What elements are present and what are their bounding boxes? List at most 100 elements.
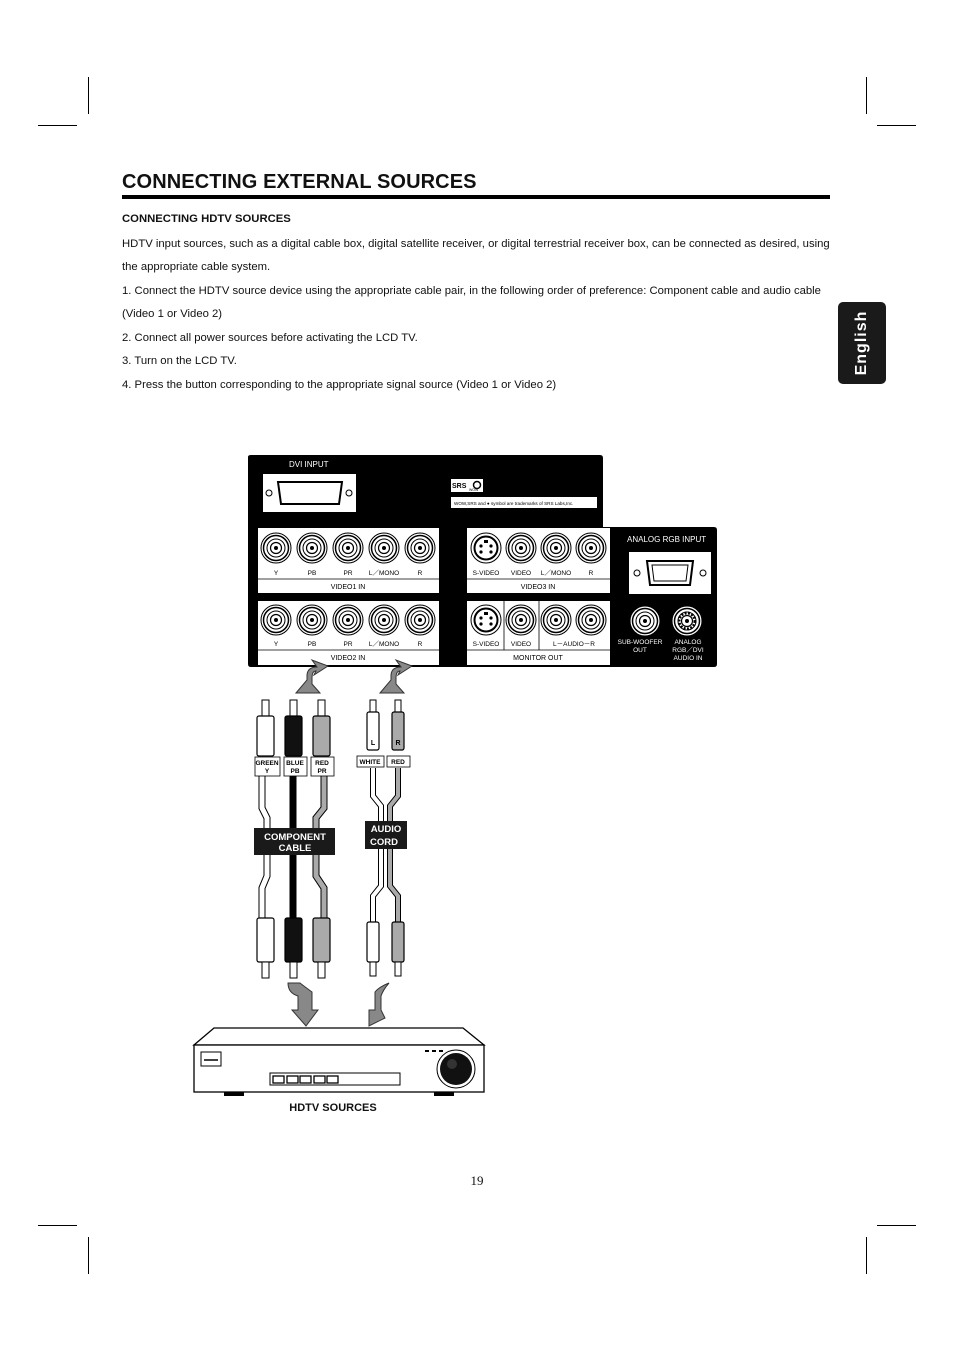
monitor-out-label: MONITOR OUT [513, 655, 563, 662]
video3-svideo-jack[interactable] [470, 532, 502, 564]
audio-cord-label: AUDIO [371, 824, 402, 835]
cable-tag: WHITE [360, 759, 382, 766]
step-1: 1. Connect the HDTV source device using … [122, 285, 821, 321]
arrow-up-icon [378, 658, 414, 694]
video1-jack-label: L／MONO [369, 569, 399, 577]
cable-tag: Y [265, 768, 270, 775]
analog-audio-label: RGB／DVI [672, 646, 704, 654]
arrow-down-icon [287, 982, 319, 1027]
page-number: 19 [470, 1173, 484, 1188]
crop-mark [866, 77, 867, 114]
arrow-down-icon [368, 982, 390, 1027]
language-tab: English [838, 302, 886, 384]
video3-jack-label: VIDEO [511, 570, 531, 577]
video3-r-jack[interactable] [575, 532, 607, 564]
video3-jack-label: S-VIDEO [473, 570, 500, 577]
video1-pr-jack[interactable] [332, 532, 364, 564]
title-rule [122, 195, 830, 199]
audio-cord-label: CORD [370, 837, 398, 848]
rca-plug [391, 699, 405, 751]
rca-plug [284, 917, 303, 979]
rca-plug [312, 699, 331, 757]
analog-rgb-label: ANALOG RGB INPUT [627, 535, 706, 544]
component-cable-label: CABLE [279, 843, 312, 854]
audio-cord-label-box [365, 821, 407, 849]
rca-plug [256, 917, 275, 979]
cable-tag: GREEN [255, 760, 278, 767]
video1-label: VIDEO1 IN [331, 584, 366, 591]
analog-audio-jack[interactable] [671, 605, 703, 637]
trademark-box [451, 497, 597, 508]
video2-label: VIDEO2 IN [331, 655, 366, 662]
dvi-input-label: DVI INPUT [289, 460, 329, 469]
plug-letter-l: L [371, 740, 376, 747]
video2-r-jack[interactable] [404, 604, 436, 636]
video3-jack-label: L／MONO [541, 569, 571, 577]
subwoofer-jack[interactable] [629, 605, 661, 637]
rca-plug [284, 699, 303, 757]
analog-audio-label: ANALOG [674, 639, 701, 646]
video1-pb-jack[interactable] [296, 532, 328, 564]
video3-video-jack[interactable] [505, 532, 537, 564]
hdtv-source-device [192, 1027, 486, 1096]
svg-text:WOW: WOW [469, 488, 479, 492]
video1-y-jack[interactable] [260, 532, 292, 564]
srs-logo: SRS WOW [451, 479, 483, 492]
rca-plug [391, 921, 405, 977]
rca-plug [256, 699, 275, 757]
monitor-audio-r-jack[interactable] [575, 604, 607, 636]
intro-paragraph: HDTV input sources, such as a digital ca… [122, 238, 830, 274]
video1-jack-label: PR [343, 570, 352, 577]
crop-mark [877, 125, 916, 126]
rca-plug [366, 921, 380, 977]
subwoofer-label: OUT [633, 647, 647, 654]
monitor-jack-label: VIDEO [511, 641, 531, 648]
video1-l-jack[interactable] [368, 532, 400, 564]
arrow-up-icon [294, 658, 330, 694]
trademark-note: WOW,SRS and ● symbol are trademarks of S… [454, 501, 573, 506]
rca-plug [366, 699, 380, 751]
video2-jack-label: PB [308, 641, 317, 648]
plug-letter-r: R [395, 740, 400, 747]
cable-tag: RED [391, 759, 405, 766]
video3-l-jack[interactable] [540, 532, 572, 564]
crop-mark [38, 1225, 77, 1226]
video2-y-jack[interactable] [260, 604, 292, 636]
device-caption: HDTV SOURCES [289, 1102, 377, 1114]
video2-jack-label: PR [343, 641, 352, 648]
cable-tag: BLUE [286, 760, 304, 767]
step-4: 4. Press the button corresponding to the… [122, 379, 557, 391]
video3-jack-label: R [589, 570, 594, 577]
subwoofer-label: SUB-WOOFER [618, 639, 663, 646]
vga-port [629, 552, 711, 594]
video1-jack-label: Y [274, 570, 279, 577]
monitor-audio-l-jack[interactable] [540, 604, 572, 636]
section-subheading: CONNECTING HDTV SOURCES [122, 213, 291, 225]
crop-mark [88, 1237, 89, 1274]
video2-jack-label: R [418, 641, 423, 648]
video2-l-jack[interactable] [368, 604, 400, 636]
video2-pr-jack[interactable] [332, 604, 364, 636]
video1-jack-label: R [418, 570, 423, 577]
dvi-port [263, 474, 356, 512]
cable-tag: PR [317, 768, 326, 775]
monitor-jack-label: S-VIDEO [473, 641, 500, 648]
svg-text:SRS: SRS [452, 483, 467, 490]
step-2: 2. Connect all power sources before acti… [122, 332, 418, 344]
rca-plug [312, 917, 331, 979]
crop-mark [866, 1237, 867, 1274]
component-cable-label-box [254, 828, 335, 855]
video2-pb-jack[interactable] [296, 604, 328, 636]
component-cable-label: COMPONENT [264, 832, 326, 843]
analog-audio-label: AUDIO IN [674, 655, 703, 662]
monitor-video-jack[interactable] [505, 604, 537, 636]
video2-jack-label: Y [274, 641, 279, 648]
video1-r-jack[interactable] [404, 532, 436, 564]
cable-tag: PB [290, 768, 299, 775]
video2-jack-label: L／MONO [369, 640, 399, 648]
crop-mark [38, 125, 77, 126]
monitor-svideo-jack[interactable] [470, 604, 502, 636]
monitor-jack-label: L－AUDIO－R [553, 641, 595, 648]
cable-tag: RED [315, 760, 329, 767]
